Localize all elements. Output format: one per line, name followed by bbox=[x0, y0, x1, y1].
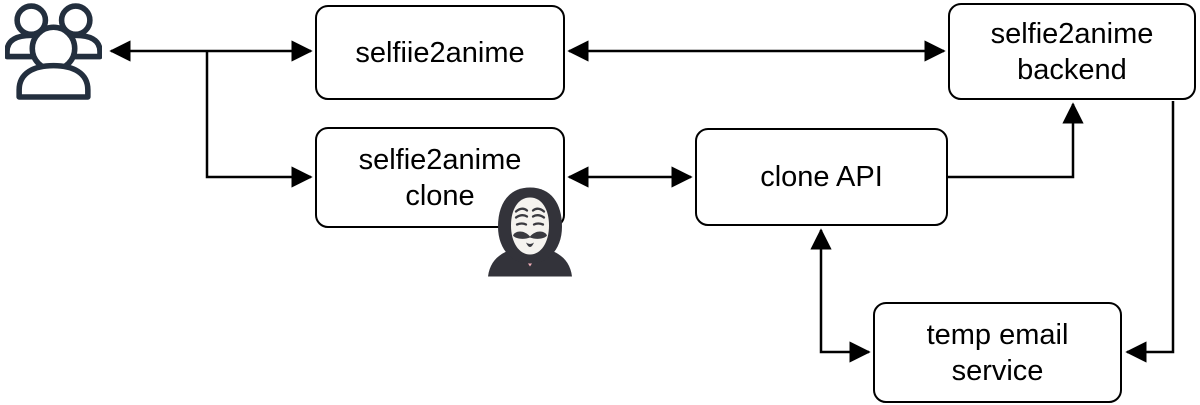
node-label-line2: clone bbox=[405, 179, 475, 212]
anonymous-mask-icon bbox=[488, 187, 572, 277]
node-label-line2: service bbox=[951, 354, 1044, 387]
node-label-line1: temp email bbox=[926, 318, 1069, 351]
node-label-line2: backend bbox=[1017, 53, 1127, 86]
edge-cloneapi-tempemail bbox=[810, 228, 871, 363]
node-clone-api: clone API bbox=[695, 128, 948, 226]
node-selfiie2anime: selfiie2anime bbox=[315, 5, 565, 100]
node-label-line1: selfie2anime bbox=[990, 17, 1154, 50]
node-label: selfiie2anime bbox=[355, 36, 525, 69]
users-group-icon bbox=[5, 3, 102, 100]
node-label-line1: selfie2anime bbox=[358, 143, 522, 176]
node-label: clone API bbox=[760, 161, 883, 193]
node-temp-email-service: temp email service bbox=[873, 302, 1122, 403]
edge-backend-tempemail bbox=[1125, 101, 1175, 363]
node-selfie2anime-backend: selfie2anime backend bbox=[948, 3, 1196, 100]
edge-users-clone bbox=[205, 51, 313, 188]
edge-cloneapi-backend bbox=[948, 102, 1084, 179]
